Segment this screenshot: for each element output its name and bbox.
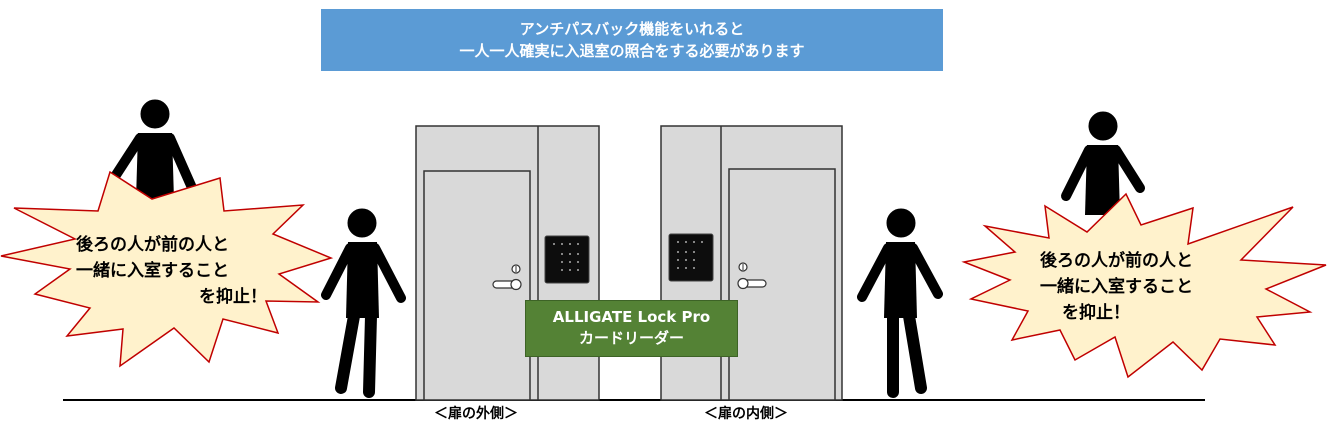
- door-outside: [415, 125, 600, 401]
- warning-left-line-2: 一緒に入室すること: [76, 261, 229, 281]
- card-reader-type: カードリーダー: [578, 329, 684, 347]
- label-door-outside: ＜扉の外側＞: [434, 406, 518, 422]
- warning-burst-right: [961, 192, 1327, 379]
- person-walking-inside-icon: [857, 208, 943, 398]
- banner-line-1: アンチパスバック機能をいれると: [519, 20, 745, 38]
- warning-right-line-1: 後ろの人が前の人と: [1040, 251, 1193, 271]
- warning-left-line-1: 後ろの人が前の人と: [76, 235, 229, 255]
- warning-burst-left: [0, 170, 334, 368]
- anti-passback-notice-banner: アンチパスバック機能をいれると 一人一人確実に入退室の照合をする必要があります: [321, 9, 943, 71]
- door-handle-inside: [737, 262, 767, 290]
- person-walking-outside-icon: [321, 208, 406, 398]
- card-reader-product-name: ALLIGATE Lock Pro: [552, 308, 711, 326]
- warning-left-line-3: を抑止！: [199, 287, 267, 307]
- person-back-right-icon: [1061, 111, 1145, 215]
- door-handle-outside: [492, 264, 522, 291]
- card-reader-label: ALLIGATE Lock Pro カードリーダー: [525, 300, 738, 357]
- banner-line-2: 一人一人確実に入退室の照合をする必要があります: [459, 42, 805, 60]
- label-door-inside: ＜扉の内側＞: [704, 406, 788, 422]
- card-reader-device-outside: [544, 235, 590, 284]
- warning-text-right: 後ろの人が前の人と 一緒に入室すること を抑止！: [1040, 248, 1193, 326]
- door-inside: [660, 125, 843, 401]
- person-back-left-icon: [111, 99, 198, 200]
- card-reader-device-inside: [668, 233, 714, 282]
- warning-right-line-2: 一緒に入室すること: [1040, 277, 1193, 297]
- warning-text-left: 後ろの人が前の人と 一緒に入室すること を抑止！: [76, 232, 267, 310]
- warning-right-line-3: を抑止！: [1062, 303, 1130, 323]
